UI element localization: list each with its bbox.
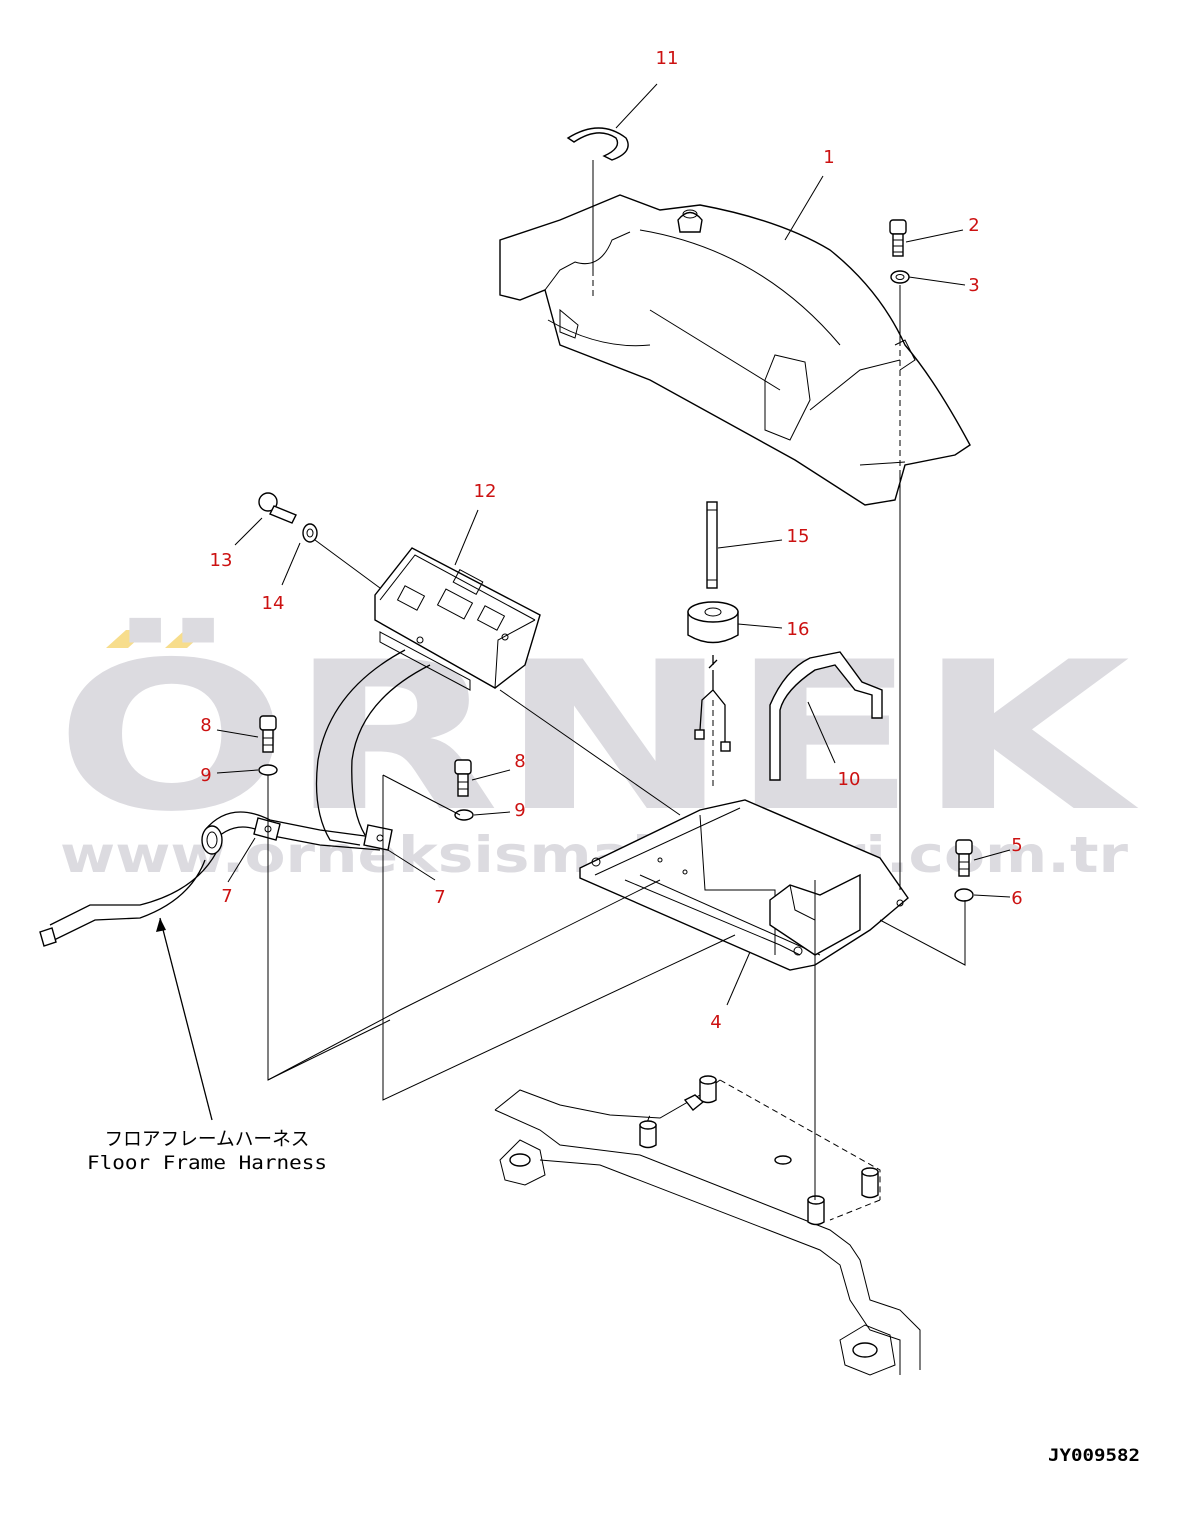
harness-label-japanese: フロアフレームハーネス [105,1128,310,1150]
part-11-clip [566,127,629,161]
part-9-washer-right [454,809,474,821]
part-10-handle [769,651,883,781]
part-12-controller [374,547,541,691]
callout-6: 6 [1011,888,1022,909]
callout-2: 2 [968,215,979,236]
watermark: ÖRNEK www.orneksismakinalari.com.tr [55,618,1140,884]
callout-13: 13 [210,550,233,571]
harness-label-english: Floor Frame Harness [87,1152,327,1174]
part-5-bolt [955,839,973,877]
callout-7-left: 7 [221,886,232,907]
callout-12: 12 [474,481,497,502]
drawing-code: JY009582 [1048,1446,1140,1466]
callout-5: 5 [1011,835,1022,856]
callout-14: 14 [262,593,285,614]
harness-arrow-head [156,918,166,932]
watermark-brand: ÖRNEK [55,618,1140,857]
callout-10: 10 [838,769,861,790]
callout-4: 4 [710,1012,721,1033]
floor-frame [494,1075,921,1376]
harness-arrow-line [159,917,213,1121]
callout-1: 1 [823,147,834,168]
callout-15: 15 [787,526,810,547]
callout-11: 11 [656,48,679,69]
leader-lines [216,83,1011,1006]
assembly-lines [267,160,966,1200]
callout-7-right: 7 [434,887,445,908]
part-1-cover [499,194,971,506]
part-14-washer [302,523,318,543]
part-8-bolt-right [454,759,472,797]
callout-9-left: 9 [200,765,211,786]
part-15-stud [706,501,718,589]
part-13-bolt [258,492,297,524]
part-8-bolt-left [259,715,277,753]
callout-9-right: 9 [514,800,525,821]
callout-8-left: 8 [200,715,211,736]
harness [39,649,431,947]
watermark-accent-mark [106,630,148,648]
callout-3: 3 [968,275,979,296]
part-2-bolt [889,219,907,257]
callout-16: 16 [787,619,810,640]
sensor-wire [694,655,731,752]
part-9-washer-left [258,764,278,776]
part-3-washer [890,270,910,284]
part-6-washer [954,888,974,902]
callout-8-right: 8 [514,751,525,772]
harness-label: フロアフレームハーネス Floor Frame Harness [87,1128,327,1174]
watermark-accent-mark [165,630,207,648]
part-16-grommet [687,601,739,644]
callouts: 11 1 2 3 12 13 14 15 16 10 8 9 8 9 7 7 5… [200,48,1022,1033]
